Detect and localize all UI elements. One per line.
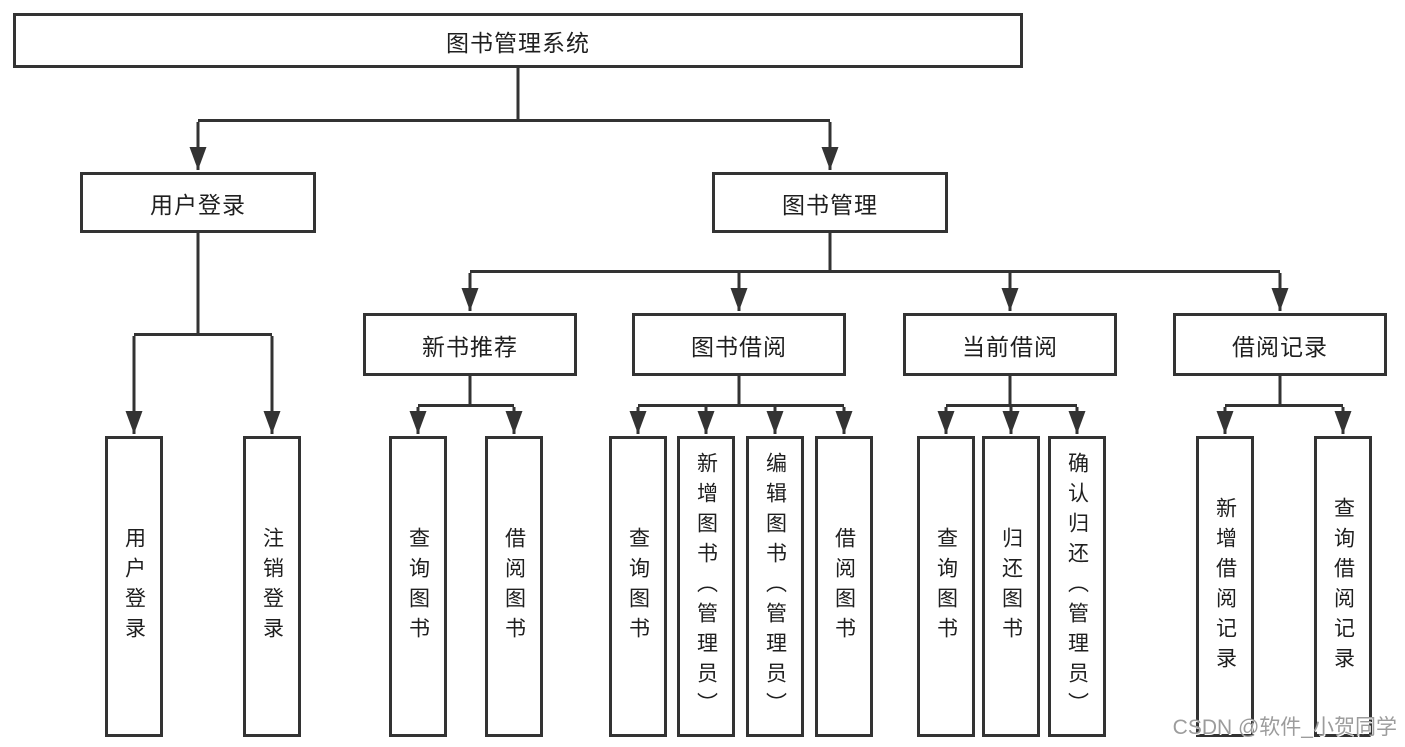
leaf-user-login: 用户登录 xyxy=(105,436,163,737)
leaf-current-query-books-label: 查询图书 xyxy=(934,526,958,647)
wire-group-user-login xyxy=(125,233,281,434)
leaf-current-confirm-return-admin-label: 确认归还（管理员） xyxy=(1065,451,1089,722)
leaf-recommend-query-books: 查询图书 xyxy=(389,436,447,737)
leaf-current-return-books: 归还图书 xyxy=(982,436,1040,737)
leaf-borrow-edit-books-admin-label: 编辑图书（管理员） xyxy=(763,451,787,722)
node-new-book-recommend-label: 新书推荐 xyxy=(422,333,518,360)
node-root-label: 图书管理系统 xyxy=(446,29,590,56)
leaf-logout: 注销登录 xyxy=(243,436,301,737)
wire-group-borrow-records xyxy=(1216,376,1352,434)
leaf-records-add-record: 新增借阅记录 xyxy=(1196,436,1254,737)
leaf-records-add-record-label: 新增借阅记录 xyxy=(1213,496,1237,677)
wire-group-book-borrow xyxy=(629,376,853,434)
leaf-current-query-books: 查询图书 xyxy=(917,436,975,737)
node-current-borrow-label: 当前借阅 xyxy=(962,333,1058,360)
leaf-records-query-record-label: 查询借阅记录 xyxy=(1331,496,1355,677)
node-root: 图书管理系统 xyxy=(13,13,1023,68)
leaf-recommend-query-books-label: 查询图书 xyxy=(406,526,430,647)
leaf-logout-label: 注销登录 xyxy=(260,526,284,647)
node-book-management-label: 图书管理 xyxy=(782,191,878,218)
leaf-borrow-add-books-admin: 新增图书（管理员） xyxy=(677,436,735,737)
wire-group-new-book-recommend xyxy=(409,376,523,434)
leaf-current-confirm-return-admin: 确认归还（管理员） xyxy=(1048,436,1106,737)
wire-group-current-borrow xyxy=(937,376,1086,434)
csdn-watermark: CSDN @软件_小贺同学 xyxy=(1172,716,1397,739)
leaf-borrow-edit-books-admin: 编辑图书（管理员） xyxy=(746,436,804,737)
leaf-borrow-borrow-books: 借阅图书 xyxy=(815,436,873,737)
leaf-recommend-borrow-books-label: 借阅图书 xyxy=(502,526,526,647)
node-book-borrow: 图书借阅 xyxy=(632,313,846,376)
wire-group-root xyxy=(189,68,839,170)
leaf-recommend-borrow-books: 借阅图书 xyxy=(485,436,543,737)
node-borrow-records-label: 借阅记录 xyxy=(1232,333,1328,360)
node-book-management: 图书管理 xyxy=(712,172,948,233)
leaf-current-return-books-label: 归还图书 xyxy=(999,526,1023,647)
leaf-records-query-record: 查询借阅记录 xyxy=(1314,436,1372,737)
leaf-user-login-label: 用户登录 xyxy=(122,526,146,647)
leaf-borrow-add-books-admin-label: 新增图书（管理员） xyxy=(694,451,718,722)
wire-group-book-management xyxy=(461,233,1289,311)
leaf-borrow-query-books-label: 查询图书 xyxy=(626,526,650,647)
node-new-book-recommend: 新书推荐 xyxy=(363,313,577,376)
node-user-login-label: 用户登录 xyxy=(150,191,246,218)
node-book-borrow-label: 图书借阅 xyxy=(691,333,787,360)
node-current-borrow: 当前借阅 xyxy=(903,313,1117,376)
node-borrow-records: 借阅记录 xyxy=(1173,313,1387,376)
leaf-borrow-query-books: 查询图书 xyxy=(609,436,667,737)
leaf-borrow-borrow-books-label: 借阅图书 xyxy=(832,526,856,647)
node-user-login: 用户登录 xyxy=(80,172,316,233)
